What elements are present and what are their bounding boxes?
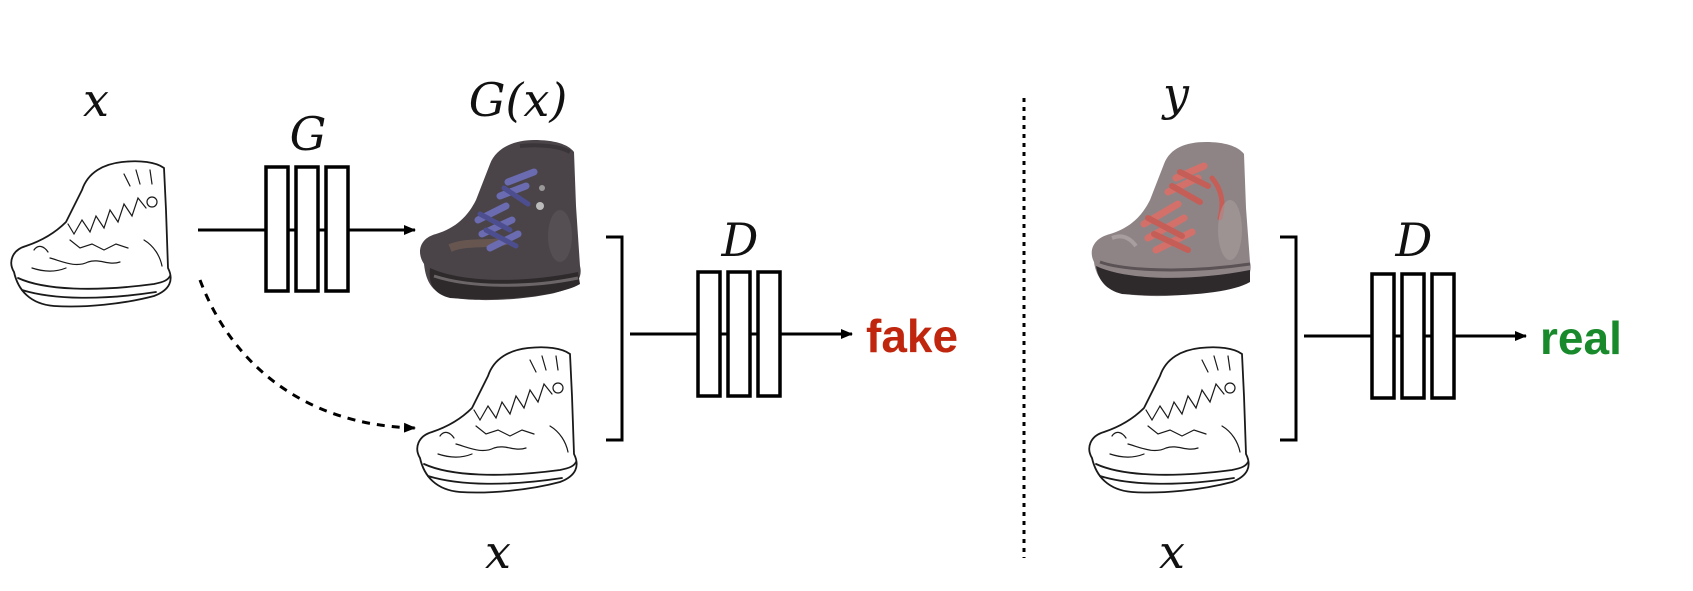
label-generated: G(x): [469, 73, 568, 127]
conditioning-sketch-icon-right: [1088, 346, 1250, 494]
generator-network: [264, 165, 350, 293]
pair-bracket-right: [1280, 235, 1298, 442]
discriminator-layer: [1400, 272, 1426, 400]
discriminator-layer: [696, 270, 722, 398]
generator-layer: [324, 165, 350, 293]
discriminator-layer: [756, 270, 782, 398]
label-target-y: y: [1161, 67, 1190, 121]
output-fake-label: fake: [866, 310, 958, 362]
discriminator-network-right: [1370, 272, 1456, 400]
conditioning-sketch-icon: [416, 346, 578, 494]
label-discriminator-right: D: [1395, 213, 1433, 267]
output-real-label: real: [1540, 312, 1622, 364]
input-sketch-icon: [10, 160, 172, 308]
discriminator-layer: [1370, 272, 1396, 400]
generated-shoe-icon: [420, 140, 581, 300]
label-input-x-bottom-left: x: [485, 525, 511, 579]
label-input-x-bottom-right: x: [1159, 525, 1185, 579]
label-generator: G: [290, 107, 327, 161]
label-discriminator-left: D: [721, 213, 759, 267]
label-input-x: x: [83, 73, 109, 127]
real-shoe-icon: [1092, 142, 1251, 296]
copy-input-arrow: [198, 279, 416, 433]
generator-layer: [264, 165, 290, 293]
discriminator-layer: [1430, 272, 1456, 400]
discriminator-network-left: [696, 270, 782, 398]
discriminator-layer: [726, 270, 752, 398]
generator-layer: [294, 165, 320, 293]
pair-bracket-left: [606, 235, 624, 442]
